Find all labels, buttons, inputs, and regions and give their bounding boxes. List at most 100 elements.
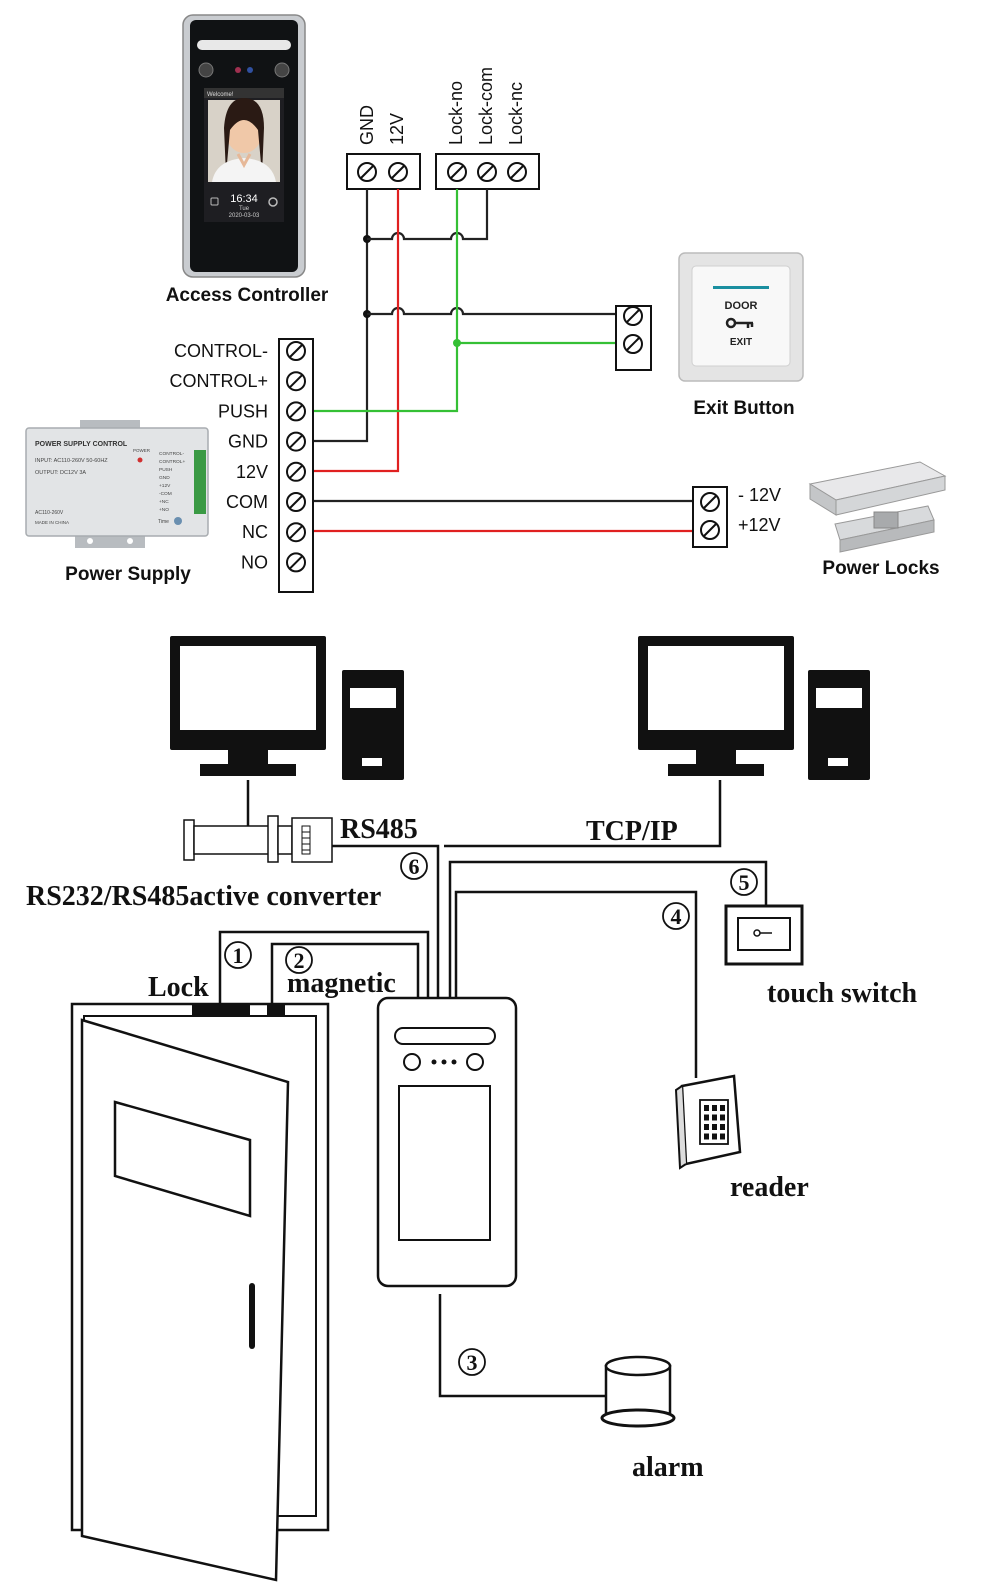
svg-text:1: 1	[233, 943, 244, 968]
psu-input-text: INPUT: AC110-260V 50-60HZ	[35, 458, 108, 464]
power-supply-label: Power Supply	[65, 564, 191, 585]
alarm-label: alarm	[632, 1452, 704, 1483]
psu-mini-label: +NO	[159, 507, 169, 513]
terminal-screw-icon	[286, 431, 306, 452]
psu-time-text: Time	[158, 519, 169, 525]
rs232-rs485-converter-icon	[183, 780, 333, 863]
electric-strike-icon	[834, 505, 935, 553]
lock-icon	[210, 197, 219, 206]
gear-icon	[268, 197, 278, 207]
psu-made-text: MADE IN CHINA	[35, 520, 69, 525]
psu-mini-label: -COM	[159, 491, 172, 497]
psu-mini-label: CONTROL+	[159, 459, 185, 465]
psu-terminal-label-nc: NC	[242, 522, 268, 542]
psu-terminal-label-com: COM	[226, 492, 268, 512]
terminal-label-lock-nc: Lock-nc	[506, 82, 526, 145]
exit-button-exit-text: EXIT	[730, 337, 752, 348]
psu-terminal-label-gnd: GND	[228, 432, 268, 452]
number-badge-3: 3	[458, 1348, 486, 1376]
keypad-key	[720, 1124, 725, 1130]
svg-text:4: 4	[671, 904, 682, 929]
psu-mini-label: +NC	[159, 499, 169, 505]
key-icon	[725, 317, 754, 329]
magnetic-label: magnetic	[287, 968, 396, 999]
number-badge-6: 6	[400, 852, 428, 880]
terminal-label-lock-com: Lock-com	[476, 67, 496, 145]
touch-switch-label: touch switch	[767, 978, 918, 1009]
touch-switch-icon	[724, 904, 804, 966]
terminal-screw-icon	[286, 522, 306, 543]
lock-label: Lock	[148, 972, 209, 1003]
access-controller-outline-icon	[376, 996, 518, 1288]
keypad-key	[704, 1124, 709, 1130]
green-terminal-strip	[194, 450, 206, 514]
terminal-screw-icon	[286, 371, 306, 392]
keypad-key	[704, 1114, 709, 1121]
power-led-icon	[137, 457, 143, 463]
screen-welcome-text: Welcome!	[207, 92, 234, 98]
psu-range-text: AC110-260V	[35, 510, 64, 516]
terminal-label-lock-no: Lock-no	[446, 81, 466, 145]
access-controller-label: Access Controller	[166, 285, 329, 306]
psu-mini-label: PUSH	[159, 467, 173, 473]
rs485-label: RS485	[340, 814, 418, 845]
psu-mini-label: CONTROL-	[159, 451, 184, 457]
psu-mini-label: GND	[159, 475, 170, 481]
terminal-label-12v: 12V	[387, 113, 407, 145]
right-computer-icon	[638, 636, 870, 780]
bottom-wiring	[218, 780, 768, 1398]
number-badge-1: 1	[224, 941, 252, 969]
keypad-key	[720, 1105, 725, 1111]
keypad-key	[712, 1124, 717, 1130]
terminal-screw-icon	[286, 341, 306, 361]
keypad-key	[712, 1105, 717, 1111]
terminal-screw-icon	[286, 552, 306, 573]
svg-text:2: 2	[294, 948, 305, 973]
screen-time: 16:34	[230, 193, 258, 205]
number-badge-4: 4	[662, 902, 690, 930]
keypad-key	[704, 1133, 709, 1140]
psu-terminal-label-push: PUSH	[218, 401, 268, 421]
keypad-key	[712, 1133, 717, 1140]
access-controller-device: Welcome! 16:34 Tue 2020-03-03	[182, 14, 306, 278]
terminal-label-gnd: GND	[357, 105, 377, 145]
keypad-key	[720, 1133, 725, 1140]
magnetic-lock-icon	[808, 461, 947, 516]
screen-day: Tue	[239, 206, 250, 212]
controller-lock-terminal-block	[435, 153, 540, 190]
alarm-siren-icon	[600, 1355, 676, 1428]
keypad-key	[720, 1114, 725, 1121]
top-wiring	[313, 189, 710, 533]
tcpip-label: TCP/IP	[586, 816, 678, 847]
exit-button-door-text: DOOR	[725, 300, 758, 312]
number-badge-5: 5	[730, 868, 758, 896]
power-locks-label: Power Locks	[822, 558, 939, 579]
psu-power-text: POWER	[133, 448, 151, 453]
exit-button-label: Exit Button	[693, 398, 794, 419]
psu-terminal-label-12v: 12V	[236, 462, 268, 482]
keypad-reader-icon	[674, 1074, 742, 1170]
terminal-screw-icon	[286, 401, 306, 422]
svg-text:5: 5	[739, 870, 750, 895]
psu-terminal-label-control-: CONTROL-	[174, 341, 268, 361]
controller-power-terminal-block	[346, 153, 421, 190]
svg-text:6: 6	[409, 854, 420, 879]
left-computer-icon	[170, 636, 404, 780]
screen-date: 2020-03-03	[229, 213, 260, 219]
number-badge-2: 2	[285, 946, 313, 974]
power-supply-device: POWER SUPPLY CONTROL INPUT: AC110-260V 5…	[25, 420, 209, 548]
keypad-key	[704, 1105, 709, 1111]
door-icon	[70, 1002, 330, 1582]
psu-mini-label: +12V	[159, 483, 171, 489]
terminal-screw-icon	[286, 492, 306, 512]
reader-label: reader	[730, 1172, 809, 1203]
psu-terminal-label-no: NO	[241, 552, 268, 572]
psu-terminal-label-control-: CONTROL+	[169, 371, 268, 391]
psu-output-text: OUTPUT: DC12V 3A	[35, 470, 86, 476]
keypad-key	[712, 1114, 717, 1121]
dial-icon	[174, 517, 182, 525]
converter-label: RS232/RS485active converter	[26, 881, 381, 912]
exit-button-terminal-block	[615, 305, 652, 371]
terminal-screw-icon	[286, 461, 306, 482]
